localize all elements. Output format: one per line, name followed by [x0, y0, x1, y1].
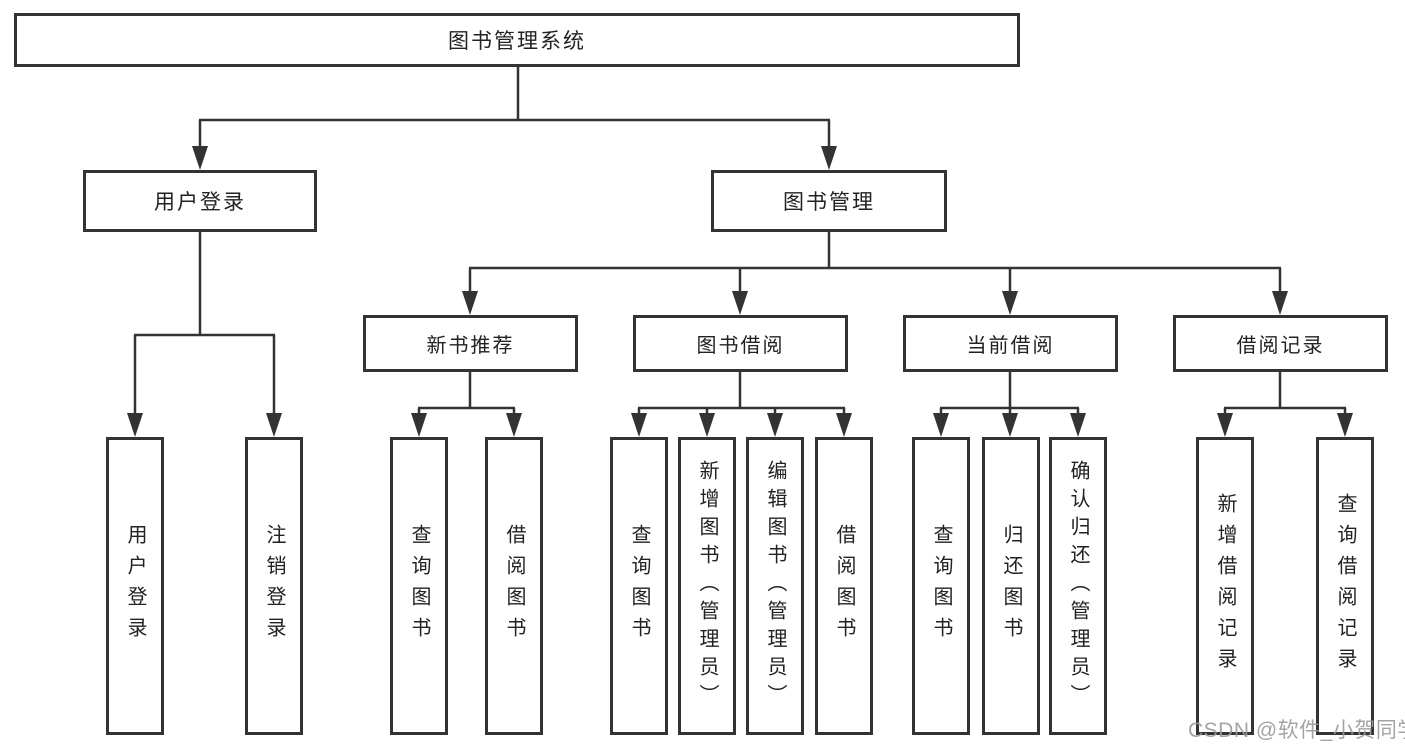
node-library-management-system: 图书管理系统: [14, 13, 1020, 67]
node-book-management: 图书管理: [711, 170, 947, 232]
leaf-label: 查询借阅记录: [1334, 493, 1356, 679]
leaf-label: 借阅图书: [833, 524, 855, 648]
node-book-borrow: 图书借阅: [633, 315, 848, 372]
leaf-add-borrow-record: 新增借阅记录: [1196, 437, 1254, 735]
leaf-label: 查询图书: [628, 524, 650, 648]
leaf-logout: 注销登录: [245, 437, 303, 735]
leaf-query-books-recommend: 查询图书: [390, 437, 448, 735]
leaf-label: 用户登录: [124, 524, 146, 648]
csdn-watermark: CSDN @软件_小贺同学: [1188, 719, 1405, 742]
leaf-borrow-books-recommend: 借阅图书: [485, 437, 543, 735]
leaf-label: 查询图书: [930, 524, 952, 648]
node-new-book-recommend: 新书推荐: [363, 315, 578, 372]
leaf-query-borrow-record: 查询借阅记录: [1316, 437, 1374, 735]
node-borrow-records: 借阅记录: [1173, 315, 1388, 372]
leaf-label: 注销登录: [263, 524, 285, 648]
node-user-login: 用户登录: [83, 170, 317, 232]
leaf-label: 归还图书: [1000, 524, 1022, 648]
leaf-label: 查询图书: [408, 524, 430, 648]
leaf-query-books-current: 查询图书: [912, 437, 970, 735]
leaf-label: 确认归还（管理员）: [1067, 460, 1089, 712]
leaf-edit-book-admin: 编辑图书（管理员）: [746, 437, 804, 735]
leaf-user-login: 用户登录: [106, 437, 164, 735]
leaf-borrow-books-borrow: 借阅图书: [815, 437, 873, 735]
leaf-confirm-return-admin: 确认归还（管理员）: [1049, 437, 1107, 735]
leaf-return-books: 归还图书: [982, 437, 1040, 735]
leaf-label: 新增借阅记录: [1214, 493, 1236, 679]
node-current-borrow: 当前借阅: [903, 315, 1118, 372]
leaf-label: 新增图书（管理员）: [696, 460, 718, 712]
leaf-label: 编辑图书（管理员）: [764, 460, 786, 712]
leaf-label: 借阅图书: [503, 524, 525, 648]
leaf-query-books-borrow: 查询图书: [610, 437, 668, 735]
leaf-add-book-admin: 新增图书（管理员）: [678, 437, 736, 735]
